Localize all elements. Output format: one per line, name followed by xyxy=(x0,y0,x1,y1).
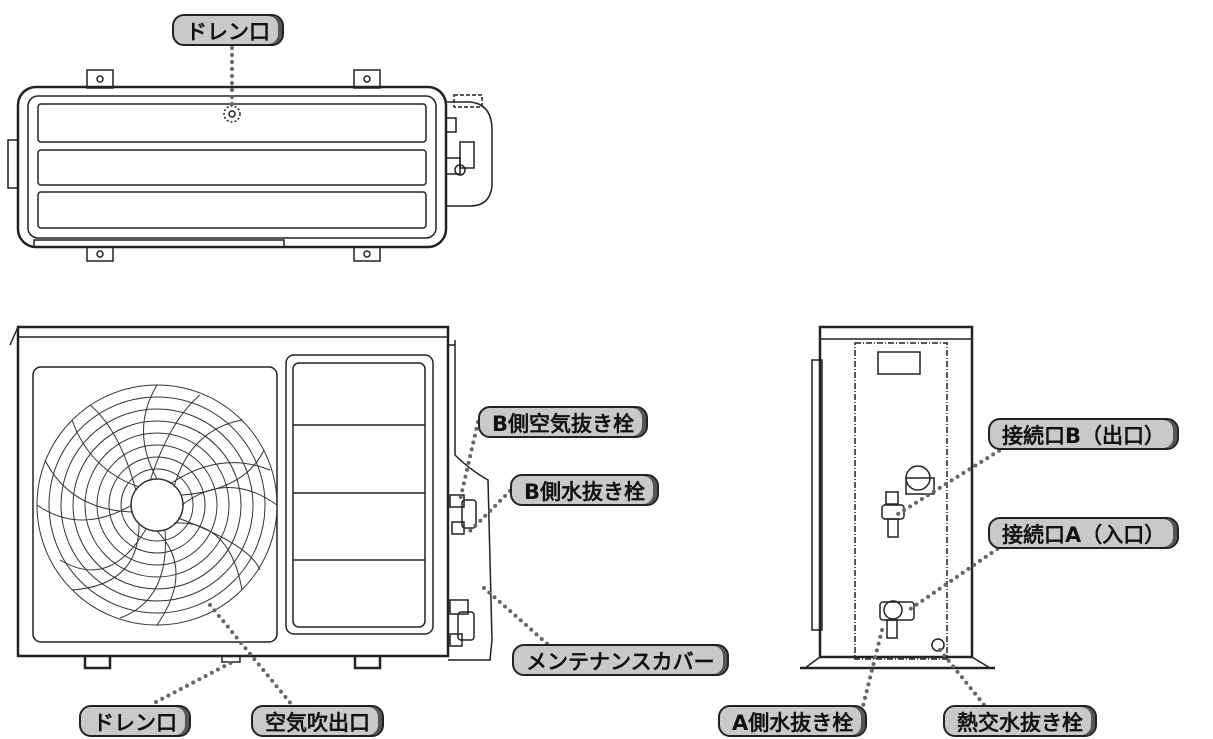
top-view-unit xyxy=(7,69,493,262)
label-port-a-inlet: 接続口A（入口） xyxy=(988,517,1180,549)
side-view-unit xyxy=(800,325,995,670)
label-top-drain: ドレン口 xyxy=(172,14,284,46)
label-heat-exchanger-drain: 熱交水抜き栓 xyxy=(943,705,1097,737)
leader-lines xyxy=(154,46,1007,708)
label-front-drain: ドレン口 xyxy=(79,705,191,737)
label-b-air-vent: B側空気抜き栓 xyxy=(478,406,649,438)
label-a-water-drain: A側水抜き栓 xyxy=(718,705,868,737)
fan-grille xyxy=(36,384,278,626)
label-b-water-drain: B側水抜き栓 xyxy=(510,474,660,506)
label-port-b-outlet: 接続口B（出口） xyxy=(988,418,1180,450)
label-air-outlet: 空気吹出口 xyxy=(251,705,384,737)
front-view-unit xyxy=(9,325,493,670)
label-maintenance-cover: メンテナンスカバー xyxy=(512,644,729,676)
